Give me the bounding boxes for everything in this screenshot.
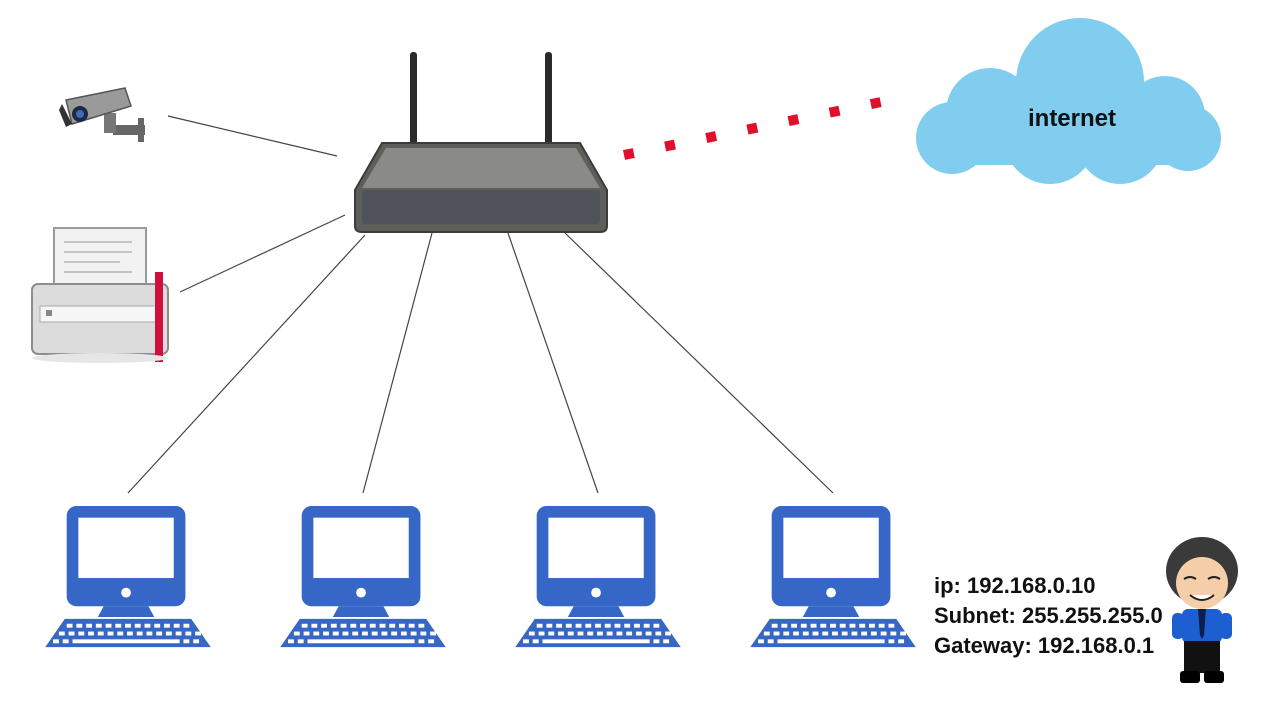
cloud-label: internet [1028,105,1116,132]
camera-icon [59,87,145,142]
cloud-icon [916,18,1221,184]
computer-icon [45,506,211,648]
default-gateway: Gateway: 192.168.0.1 [934,633,1155,658]
router-icon [354,52,608,233]
ip-address: ip: 192.168.0.10 [934,573,1096,598]
presenter-icon [1166,537,1238,683]
wire-computer-4 [564,232,834,494]
wire-camera [167,115,338,157]
computer-icon [280,506,446,648]
wire-computer-2 [362,232,433,494]
internet-link [622,96,888,160]
computer-icon [750,506,916,648]
subnet-mask: Subnet: 255.255.255.0 [934,603,1163,628]
computer-icon [515,506,681,648]
connection-lines [127,115,834,494]
network-config-text: ip: 192.168.0.10 Subnet: 255.255.255.0 G… [934,571,1180,661]
printer-icon [31,227,169,363]
wire-computer-3 [507,232,599,494]
wire-computer-1 [127,234,366,494]
wire-printer [179,214,346,293]
